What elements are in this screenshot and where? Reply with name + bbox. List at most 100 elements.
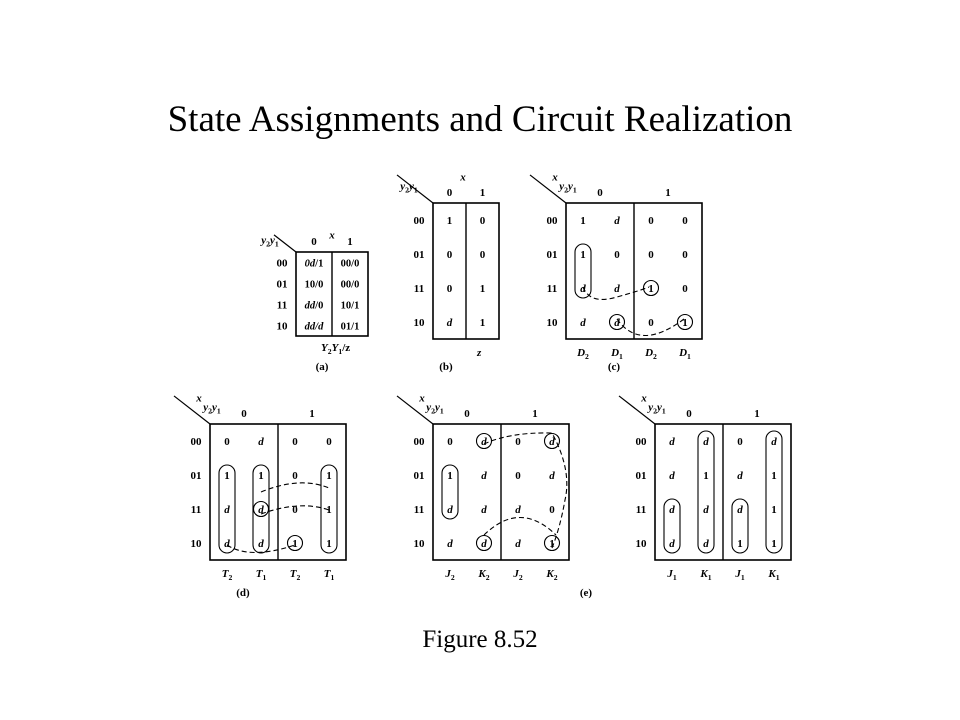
cell-value: 0d/1 — [305, 259, 324, 270]
output-label: T2 — [290, 568, 301, 582]
cell-value: d — [580, 317, 586, 329]
grouping-loop — [731, 498, 749, 554]
cell-value: d — [258, 538, 264, 550]
column-header: 1 — [754, 408, 760, 420]
row-variable-label: y2y1 — [201, 401, 221, 415]
cell-value: d — [481, 504, 487, 516]
row-variable-label: y2y1 — [424, 401, 444, 415]
cell-value: d — [481, 436, 487, 448]
output-label: K2 — [477, 568, 489, 582]
cell-value: 01/1 — [341, 322, 360, 333]
corner-diagonal — [396, 174, 434, 204]
grouping-loop — [697, 430, 715, 554]
output-label: K1 — [699, 568, 711, 582]
output-label: Y2Y1/z — [321, 342, 350, 356]
input-variable-x: x — [195, 393, 202, 405]
cell-value: 1 — [737, 538, 743, 550]
input-variable-x: x — [459, 172, 466, 184]
subfigure-label: (b) — [439, 361, 453, 373]
cell-value: 1 — [447, 215, 453, 227]
cell-value: 1 — [703, 470, 709, 482]
output-label: D2 — [576, 347, 589, 361]
cell-value: 0 — [326, 436, 332, 448]
column-header: 1 — [347, 236, 353, 248]
output-label: T1 — [256, 568, 267, 582]
cell-value: 10/0 — [305, 280, 324, 291]
grouping-loop — [320, 464, 338, 554]
input-variable-x: x — [640, 393, 647, 405]
cell-value: d — [580, 283, 586, 295]
subfigure-label: (a) — [316, 361, 329, 373]
subfigure-label: (c) — [608, 361, 621, 373]
row-variable-label: y2y1 — [259, 235, 279, 249]
cell-value: 0 — [447, 249, 453, 261]
corner-diagonal — [273, 234, 297, 253]
output-label: D2 — [644, 347, 657, 361]
cell-value: d — [258, 436, 264, 448]
grouping-circle — [642, 279, 660, 297]
column-header: 0 — [447, 187, 453, 199]
row-header: 01 — [191, 470, 202, 482]
cell-value: d — [481, 538, 487, 550]
column-header: 1 — [480, 187, 486, 199]
column-header: 0 — [241, 408, 247, 420]
row-header: 11 — [191, 504, 201, 516]
row-variable-label: y2y1 — [557, 180, 577, 194]
output-label: J2 — [444, 568, 455, 582]
cell-value: d — [515, 538, 521, 550]
cell-value: d — [224, 538, 230, 550]
row-header: 00 — [547, 215, 559, 227]
column-header: 0 — [311, 236, 317, 248]
row-variable-label: y2y1 — [646, 401, 666, 415]
row-header: 00 — [414, 436, 426, 448]
cell-value: 1 — [648, 283, 654, 295]
subfigure-label: (e) — [580, 587, 593, 599]
output-label: z — [476, 347, 482, 359]
cell-value: d — [614, 215, 620, 227]
cell-value: 1 — [771, 470, 777, 482]
cell-value: 1 — [480, 317, 486, 329]
row-header: 01 — [414, 249, 425, 261]
grouping-circle — [543, 432, 561, 450]
output-label: T1 — [324, 568, 335, 582]
output-label: T2 — [222, 568, 233, 582]
cell-value: d — [614, 317, 620, 329]
cell-value: d — [258, 504, 264, 516]
wraparound-group — [260, 482, 330, 493]
grouping-circle — [475, 534, 493, 552]
cell-value: d — [703, 436, 709, 448]
cell-value: 1 — [326, 470, 332, 482]
cell-value: 0 — [292, 436, 298, 448]
cell-value: 0 — [292, 504, 298, 516]
column-header: 1 — [532, 408, 538, 420]
cell-value: 0 — [682, 283, 688, 295]
output-label: K2 — [545, 568, 557, 582]
cell-value: 1 — [292, 538, 298, 550]
cell-value: 1 — [326, 504, 332, 516]
row-header: 11 — [414, 283, 424, 295]
cell-value: 1 — [447, 470, 453, 482]
cell-value: d — [224, 504, 230, 516]
cell-value: 0 — [549, 504, 555, 516]
row-variable-label: y2y1 — [398, 180, 418, 194]
cell-value: d — [515, 504, 521, 516]
cell-value: 0 — [682, 215, 688, 227]
cell-value: 0 — [648, 215, 654, 227]
output-label: D1 — [610, 347, 623, 361]
cell-value: d — [447, 538, 453, 550]
row-header: 00 — [636, 436, 648, 448]
grouping-loop — [574, 243, 592, 299]
row-header: 11 — [414, 504, 424, 516]
wraparound-group — [483, 432, 568, 549]
cell-value: 1 — [258, 470, 264, 482]
cell-value: 0 — [224, 436, 230, 448]
column-header: 0 — [686, 408, 692, 420]
row-header: 10 — [414, 538, 426, 550]
row-header: 10 — [277, 321, 289, 333]
